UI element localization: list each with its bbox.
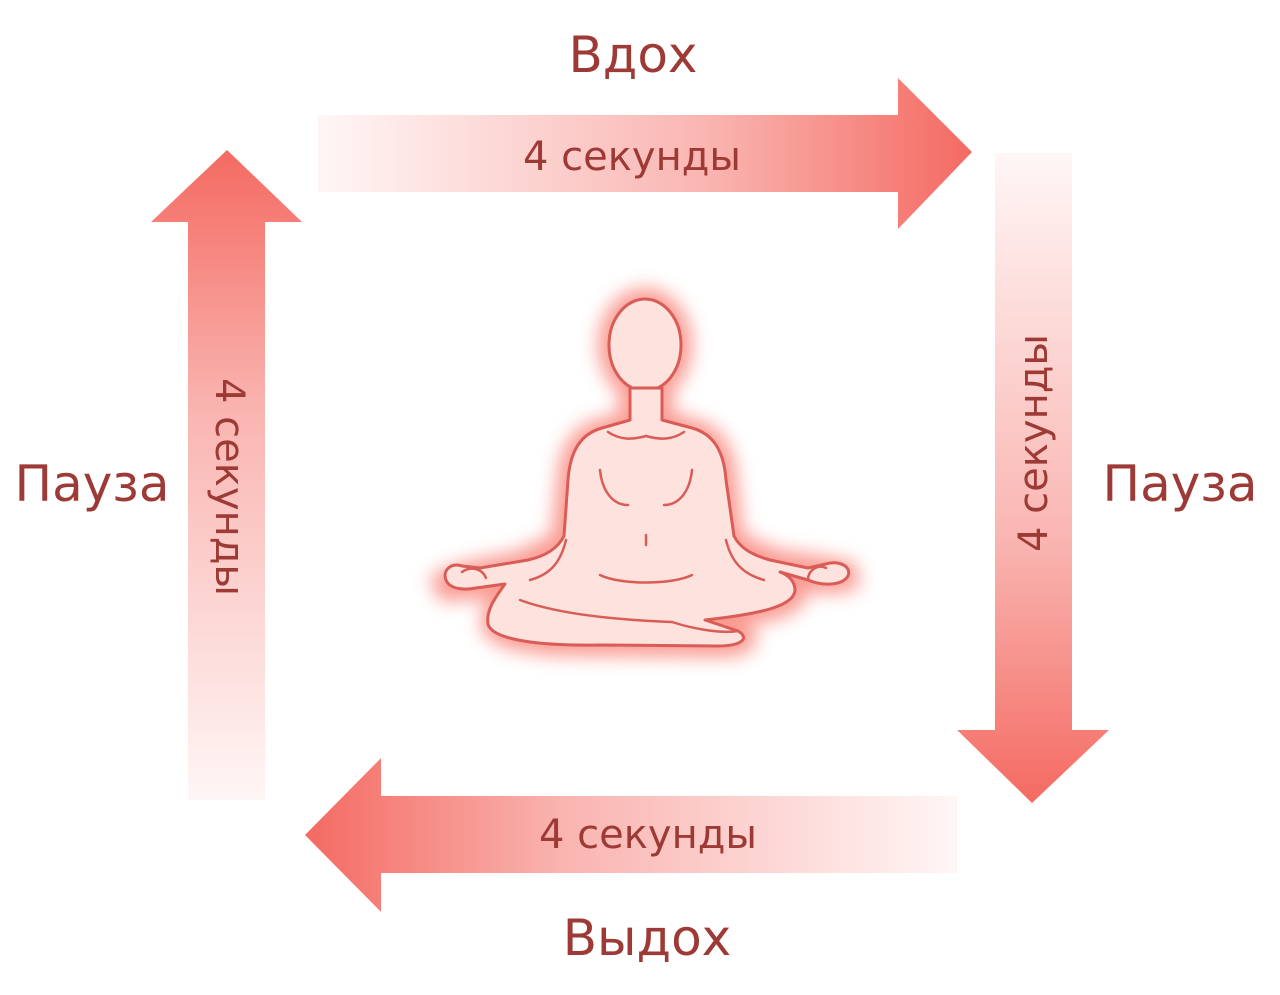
inhale-duration: 4 секунды — [523, 134, 741, 180]
inhale-label: Вдох — [568, 26, 698, 84]
pause-left-duration: 4 секунды — [206, 378, 252, 596]
pause-right-duration: 4 секунды — [1011, 334, 1057, 552]
arrow-right-inhale — [318, 78, 972, 229]
pause-left-label: Пауза — [14, 455, 170, 513]
arrow-left-exhale — [305, 758, 957, 912]
arrow-up-pause — [151, 150, 302, 800]
meditating-person-icon — [431, 288, 859, 657]
exhale-duration: 4 секунды — [539, 812, 757, 858]
exhale-label: Выдох — [562, 909, 732, 967]
arrow-down-pause — [957, 153, 1109, 803]
pause-right-label: Пауза — [1102, 455, 1258, 513]
